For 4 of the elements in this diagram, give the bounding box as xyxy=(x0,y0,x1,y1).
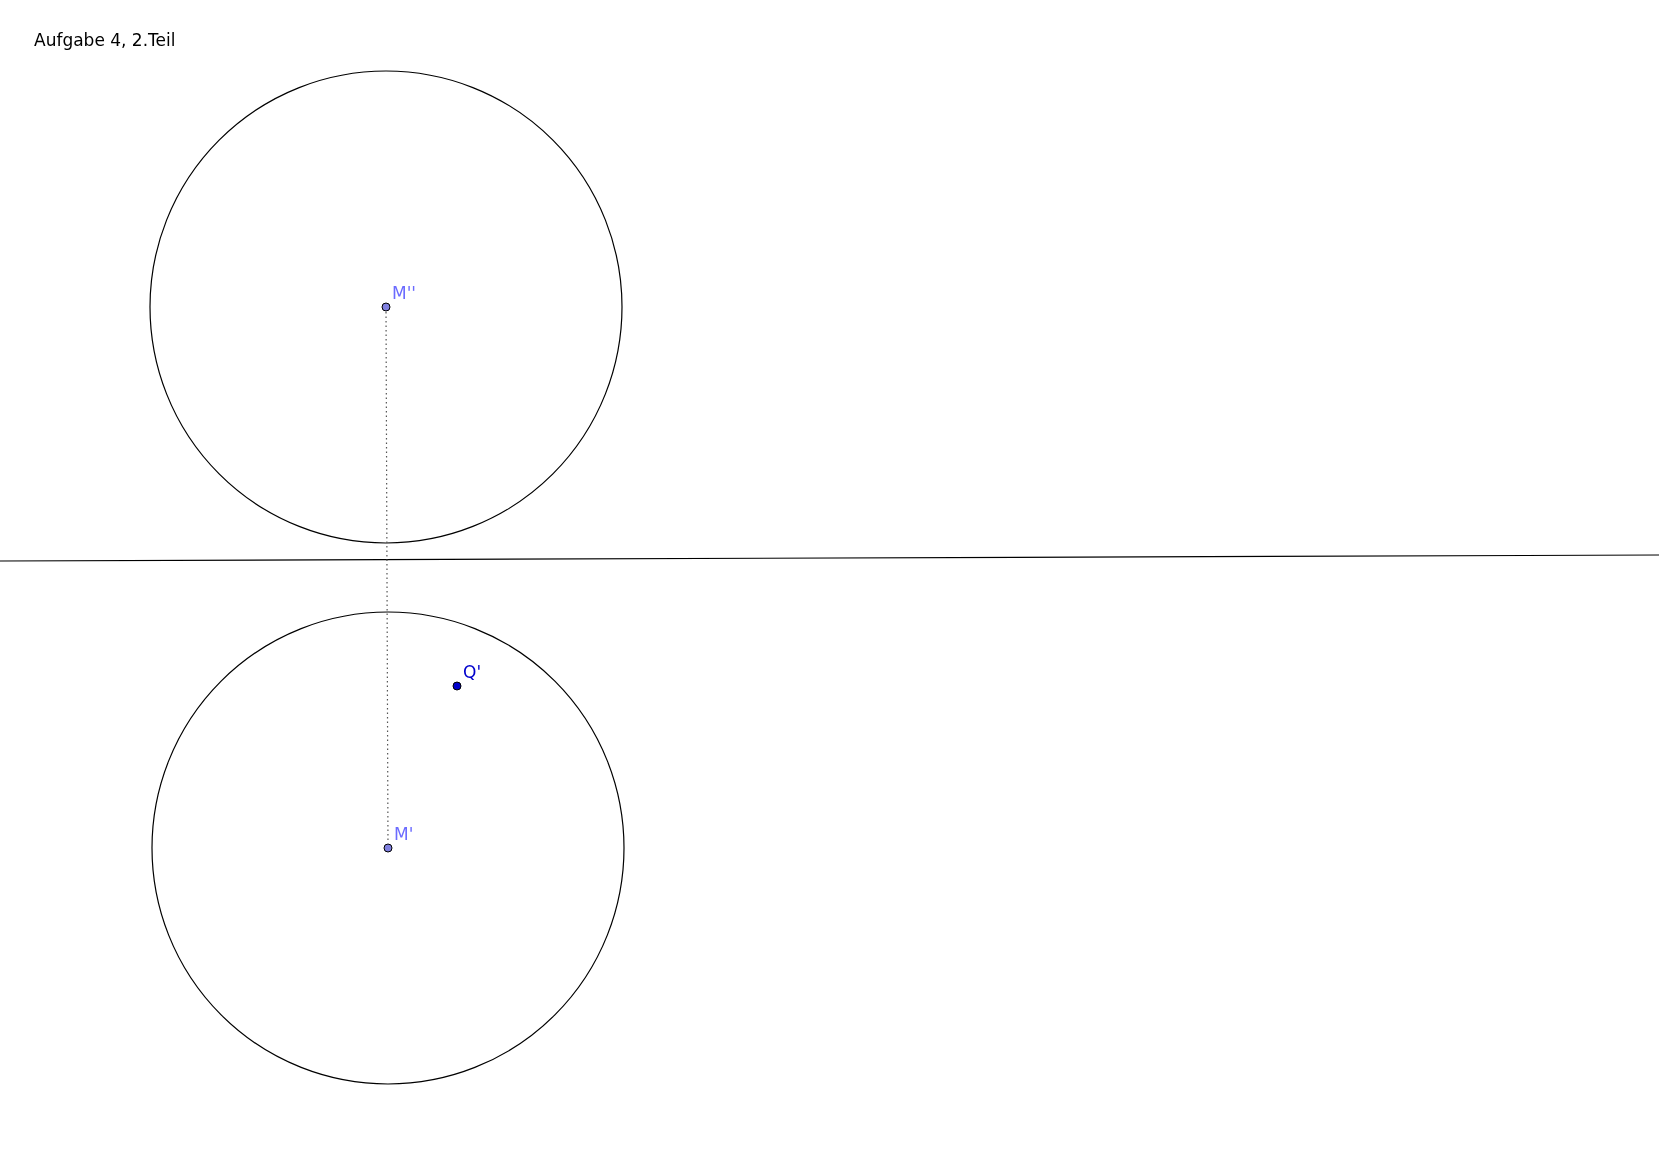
point-label: M'' xyxy=(392,283,416,303)
title: Aufgabe 4, 2.Teil xyxy=(34,30,176,50)
point-label: M' xyxy=(394,824,414,844)
point-label: Q' xyxy=(463,662,482,682)
